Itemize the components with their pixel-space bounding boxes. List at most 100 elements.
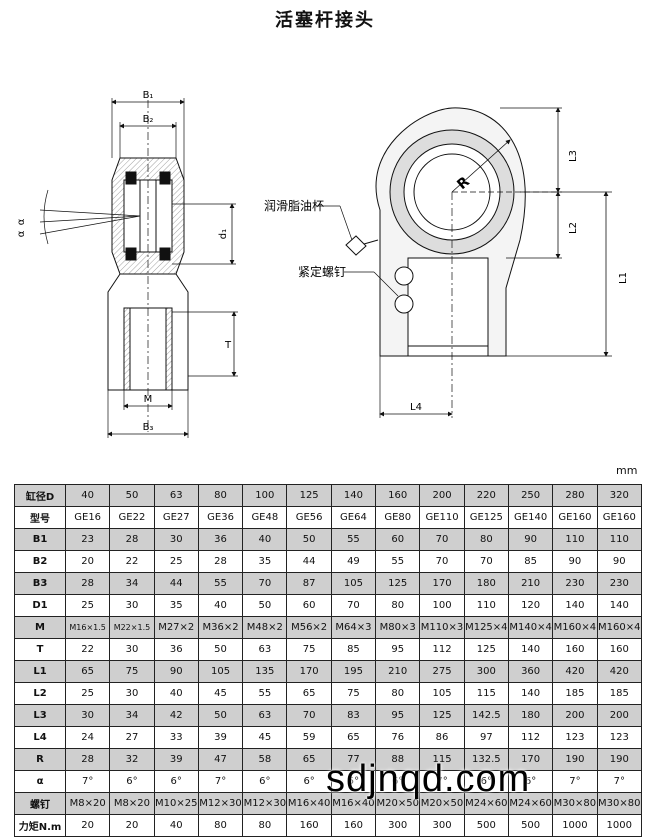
table-cell: 83	[330, 704, 377, 727]
row-header: 缸径D	[14, 484, 66, 507]
table-cell: M8×20	[109, 792, 155, 815]
table-cell: 125	[286, 484, 332, 507]
table-cell: 80	[197, 484, 244, 507]
table-cell: 120	[507, 594, 554, 617]
table-cell: 85	[330, 638, 377, 661]
table-cell: 142.5	[463, 704, 509, 727]
table-cell: 32	[109, 748, 155, 771]
table-cell: 420	[552, 660, 598, 683]
label-d1: d₁	[218, 229, 229, 239]
label-b2: B₂	[143, 114, 154, 125]
table-cell: M16×1.5	[64, 616, 111, 639]
label-l4: L4	[410, 402, 422, 413]
table-cell: GE140	[507, 506, 554, 529]
table-cell: 90	[507, 528, 554, 551]
row-header: D1	[14, 594, 66, 617]
table-cell: 140	[507, 638, 554, 661]
table-cell: 70	[330, 594, 377, 617]
table-cell: 49	[330, 550, 377, 573]
table-cell: 185	[552, 682, 598, 705]
label-l1: L1	[618, 272, 629, 284]
table-cell: 280	[552, 484, 598, 507]
table-cell: M16×40	[330, 792, 377, 815]
table-cell: M56×2	[286, 616, 332, 639]
table-cell: 50	[242, 594, 288, 617]
table-cell: 230	[596, 572, 643, 595]
label-grease-cup: 润滑脂油杯	[264, 198, 324, 213]
table-cell: 30	[109, 638, 155, 661]
table-cell: 7°	[552, 770, 598, 793]
table-cell: 7°	[596, 770, 643, 793]
table-cell: 75	[286, 638, 332, 661]
table-cell: 125	[463, 638, 509, 661]
table-cell: GE48	[242, 506, 288, 529]
table-cell: 35	[153, 594, 199, 617]
table-cell: 39	[197, 726, 244, 749]
table-cell: 55	[375, 550, 421, 573]
row-header: L2	[14, 682, 66, 705]
table-cell: 105	[197, 660, 244, 683]
table-cell: 6°	[286, 770, 332, 793]
table-cell: 75	[109, 660, 155, 683]
table-cell: 112	[419, 638, 465, 661]
table-cell: 65	[330, 726, 377, 749]
table-cell: 125	[419, 704, 465, 727]
table-cell: 34	[109, 704, 155, 727]
table-cell: M30×80	[552, 792, 598, 815]
table-cell: M16×40	[286, 792, 332, 815]
table-cell: 95	[375, 704, 421, 727]
table-cell: GE160	[596, 506, 643, 529]
table-cell: 90	[596, 550, 643, 573]
table-cell: 80	[375, 594, 421, 617]
table-cell: 115	[463, 682, 509, 705]
row-header: L3	[14, 704, 66, 727]
table-cell: 115	[419, 748, 465, 771]
table-cell: 36	[197, 528, 244, 551]
table-cell: 70	[463, 550, 509, 573]
table-cell: 45	[197, 682, 244, 705]
table-cell: 25	[153, 550, 199, 573]
table-cell: 28	[197, 550, 244, 573]
table-cell: 42	[153, 704, 199, 727]
table-cell: 110	[552, 528, 598, 551]
table-cell: 132.5	[463, 748, 509, 771]
table-cell: 39	[153, 748, 199, 771]
table-cell: 47	[197, 748, 244, 771]
table-cell: 76	[375, 726, 421, 749]
table-cell: 200	[419, 484, 465, 507]
table-cell: M140×4	[507, 616, 554, 639]
table-cell: 40	[242, 528, 288, 551]
table-cell: 60	[286, 594, 332, 617]
unit-label: mm	[616, 464, 638, 477]
table-cell: M30×80	[596, 792, 643, 815]
table-cell: 40	[153, 682, 199, 705]
table-cell: 22	[64, 638, 111, 661]
table-cell: 160	[596, 638, 643, 661]
row-header: M	[14, 616, 66, 639]
table-cell: 200	[552, 704, 598, 727]
label-t: T	[224, 340, 232, 351]
table-cell: 45	[242, 726, 288, 749]
table-cell: 80	[375, 682, 421, 705]
table-cell: M24×60	[463, 792, 509, 815]
table-cell: 190	[596, 748, 643, 771]
table-cell: GE27	[153, 506, 199, 529]
row-header: B2	[14, 550, 66, 573]
row-header: L1	[14, 660, 66, 683]
table-cell: 28	[109, 528, 155, 551]
table-cell: 55	[242, 682, 288, 705]
table-cell: 40	[197, 594, 244, 617]
table-cell: M160×4	[552, 616, 598, 639]
table-cell: 75	[330, 682, 377, 705]
table-cell: 250	[507, 484, 554, 507]
table-cell: 90	[552, 550, 598, 573]
table-cell: 200	[596, 704, 643, 727]
table-cell: 30	[109, 594, 155, 617]
table-cell: 28	[64, 748, 111, 771]
table-cell: 30	[64, 704, 111, 727]
table-cell: 6°	[109, 770, 155, 793]
